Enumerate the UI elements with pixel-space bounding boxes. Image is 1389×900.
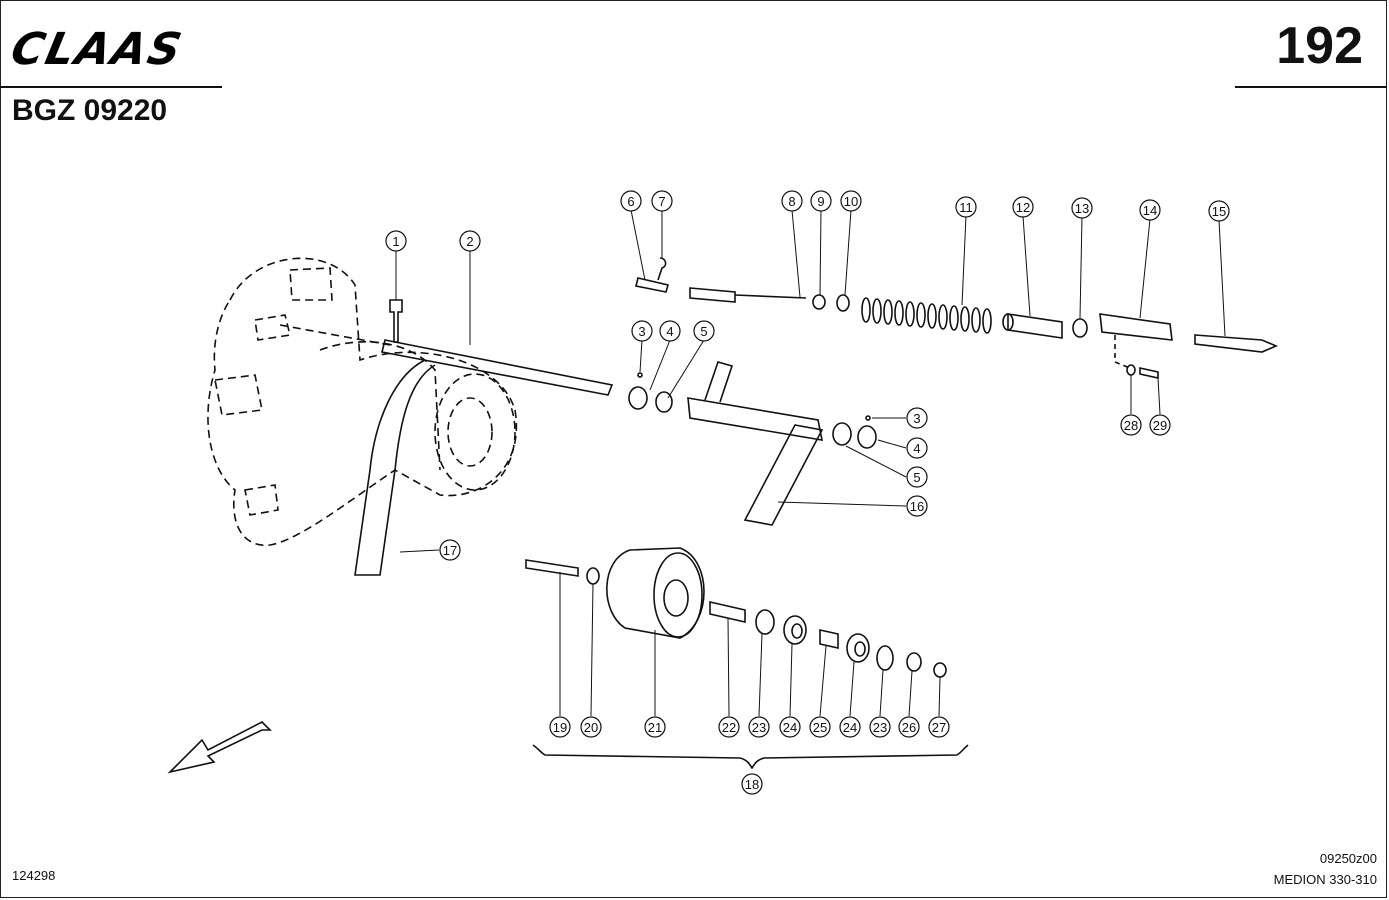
lever xyxy=(687,397,824,441)
belt xyxy=(354,359,436,576)
callout-24: 24 xyxy=(779,716,801,738)
callout-14: 14 xyxy=(1139,199,1161,221)
svg-text:3: 3 xyxy=(638,324,645,339)
callout-13: 13 xyxy=(1071,197,1093,219)
drawing-code: 09250z00 xyxy=(1319,851,1377,866)
footer-left-code: 124298 xyxy=(12,868,56,883)
svg-text:14: 14 xyxy=(1143,203,1157,218)
svg-text:10: 10 xyxy=(844,194,858,209)
svg-text:12: 12 xyxy=(1016,200,1030,215)
callout-3: 3 xyxy=(631,320,653,342)
callout-5b: 5 xyxy=(906,466,928,488)
svg-text:23: 23 xyxy=(873,720,887,735)
callout-16: 16 xyxy=(906,495,928,517)
callout-21: 21 xyxy=(644,716,666,738)
callout-29: 29 xyxy=(1149,414,1171,436)
callout-22: 22 xyxy=(718,716,740,738)
callout-3b: 3 xyxy=(906,407,928,429)
svg-text:6: 6 xyxy=(627,194,634,209)
svg-text:18: 18 xyxy=(745,777,759,792)
svg-text:5: 5 xyxy=(700,324,707,339)
spring xyxy=(861,297,992,334)
callout-1: 1 xyxy=(385,230,407,252)
svg-text:7: 7 xyxy=(658,194,665,209)
svg-text:13: 13 xyxy=(1075,201,1089,216)
callout-8: 8 xyxy=(781,190,803,212)
svg-text:4: 4 xyxy=(666,324,673,339)
callout-7: 7 xyxy=(651,190,673,212)
page-number: 192 xyxy=(1276,17,1363,75)
svg-text:24: 24 xyxy=(783,720,797,735)
svg-text:17: 17 xyxy=(443,543,457,558)
callout-4: 4 xyxy=(659,320,681,342)
svg-text:27: 27 xyxy=(932,720,946,735)
callout-15: 15 xyxy=(1208,200,1230,222)
callout-28: 28 xyxy=(1120,414,1142,436)
callout-9: 9 xyxy=(810,190,832,212)
callout-18: 18 xyxy=(741,773,763,795)
callout-6: 6 xyxy=(620,190,642,212)
svg-text:8: 8 xyxy=(788,194,795,209)
svg-text:24: 24 xyxy=(843,720,857,735)
svg-text:11: 11 xyxy=(959,200,973,215)
callout-2: 2 xyxy=(459,230,481,252)
callout-25: 25 xyxy=(809,716,831,738)
shaft xyxy=(381,339,614,396)
svg-text:25: 25 xyxy=(813,720,827,735)
callout-17: 17 xyxy=(439,539,461,561)
svg-text:2: 2 xyxy=(466,234,473,249)
callout-11: 11 xyxy=(955,196,977,218)
model-name: MEDION 330-310 xyxy=(1273,872,1377,887)
svg-text:4: 4 xyxy=(913,441,920,456)
svg-text:28: 28 xyxy=(1124,418,1138,433)
callout-23b: 23 xyxy=(869,716,891,738)
direction-arrow-icon xyxy=(167,721,272,774)
callout-19: 19 xyxy=(549,716,571,738)
header-rule-left xyxy=(0,86,222,88)
callout-group: 1 2 3 4 5 6 7 8 9 10 11 12 13 14 15 3 4 … xyxy=(385,190,1230,795)
svg-text:19: 19 xyxy=(553,720,567,735)
callout-12: 12 xyxy=(1012,196,1034,218)
svg-text:1: 1 xyxy=(392,234,399,249)
callout-24b: 24 xyxy=(839,716,861,738)
pulley xyxy=(606,547,705,639)
svg-text:15: 15 xyxy=(1212,204,1226,219)
callout-5: 5 xyxy=(693,320,715,342)
svg-text:26: 26 xyxy=(902,720,916,735)
callout-23: 23 xyxy=(748,716,770,738)
svg-text:3: 3 xyxy=(913,411,920,426)
svg-text:9: 9 xyxy=(817,194,824,209)
document-code: BGZ 09220 xyxy=(12,94,168,127)
header-rule-right xyxy=(1235,86,1387,88)
svg-text:16: 16 xyxy=(910,499,924,514)
svg-text:20: 20 xyxy=(584,720,598,735)
footer-right: 09250z00 MEDION 330-310 xyxy=(1274,848,1377,890)
svg-text:21: 21 xyxy=(648,720,662,735)
svg-text:22: 22 xyxy=(722,720,736,735)
svg-text:29: 29 xyxy=(1153,418,1167,433)
svg-text:5: 5 xyxy=(913,470,920,485)
callout-10: 10 xyxy=(840,190,862,212)
callout-27: 27 xyxy=(928,716,950,738)
svg-text:23: 23 xyxy=(752,720,766,735)
callout-26: 26 xyxy=(898,716,920,738)
callout-4b: 4 xyxy=(906,437,928,459)
callout-20: 20 xyxy=(580,716,602,738)
